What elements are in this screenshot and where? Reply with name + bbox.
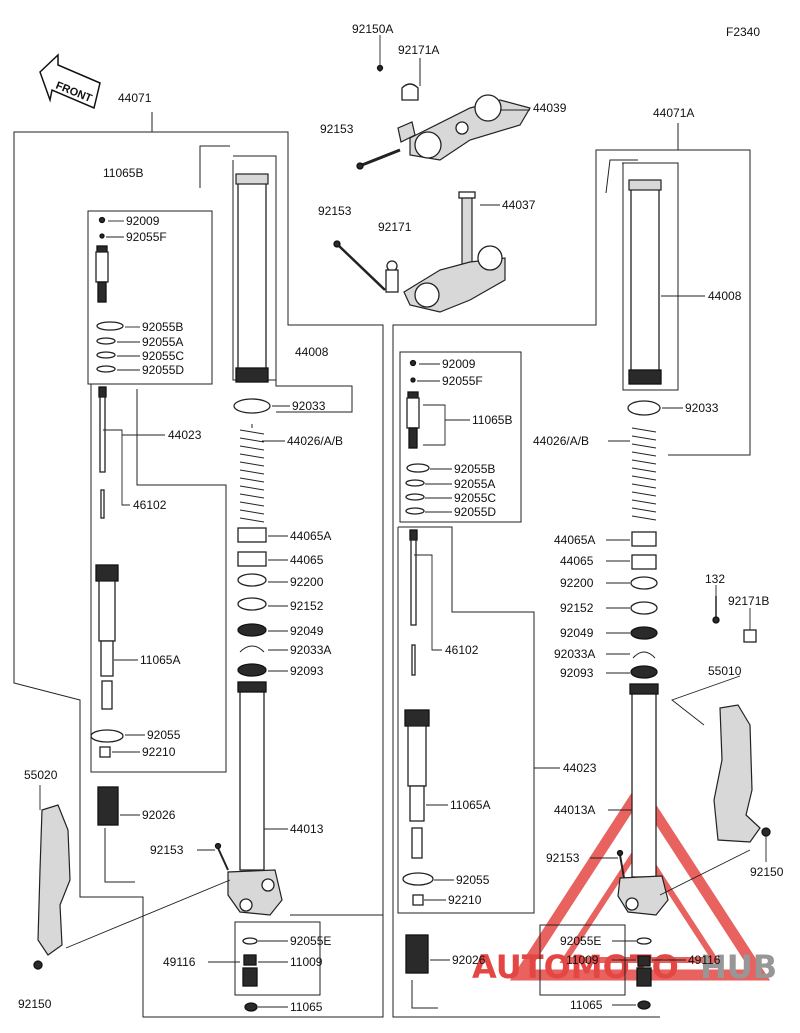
- label-44071A: 44071A: [653, 106, 694, 120]
- label-L92153: 92153: [150, 843, 184, 857]
- label-L92055F: 92055F: [126, 230, 167, 244]
- label-L44008: 44008: [295, 345, 329, 359]
- label-R92171B: 92171B: [728, 594, 769, 608]
- label-L49116: 49116: [163, 955, 196, 969]
- label-L11065A: 11065A: [140, 653, 180, 667]
- bolt-92153-top: [356, 148, 401, 170]
- label-R44023: 44023: [563, 761, 597, 775]
- label-L92049: 92049: [290, 624, 324, 638]
- label-92171: 92171: [378, 220, 412, 234]
- label-R92055F: 92055F: [442, 374, 483, 388]
- label-L92055: 92055: [147, 728, 181, 742]
- label-R11065B: 11065B: [472, 413, 512, 427]
- label-L92152: 92152: [290, 599, 324, 613]
- label-L44065: 44065: [290, 553, 324, 567]
- label-R132: 132: [705, 572, 725, 586]
- label-R92152: 92152: [560, 601, 594, 615]
- steering-stem-44037: [403, 191, 506, 313]
- left-fork-outline: [13, 112, 384, 1018]
- label-R92033A: 92033A: [554, 647, 595, 661]
- label-L92055E: 92055E: [290, 934, 331, 948]
- figure-code: F2340: [726, 25, 760, 39]
- label-L11009: 11009: [290, 955, 323, 969]
- label-R44008: 44008: [708, 289, 742, 303]
- label-L11065B: 11065B: [103, 166, 143, 180]
- label-92150A: 92150A: [352, 22, 393, 36]
- front-arrow-icon: FRONT: [39, 53, 101, 110]
- label-L44023: 44023: [168, 428, 202, 442]
- upper-triple-clamp-44039: [397, 94, 531, 161]
- label-R92026: 92026: [452, 953, 486, 967]
- label-L92150: 92150: [18, 997, 52, 1011]
- label-L92033A: 92033A: [290, 643, 331, 657]
- label-L92093: 92093: [290, 664, 324, 678]
- right-fork-parts: [402, 179, 771, 1010]
- label-R11009: 11009: [566, 953, 599, 967]
- label-L11065: 11065: [290, 1000, 323, 1014]
- label-R49116: 49116: [688, 953, 721, 967]
- label-L46102: 46102: [133, 498, 167, 512]
- label-44071: 44071: [118, 91, 152, 105]
- label-R44026: 44026/A/B: [533, 434, 589, 448]
- labels: 44071 44071A 92150A 92171A 44039 92153 4…: [18, 22, 784, 1014]
- holder-92171A: [401, 58, 421, 101]
- label-R55010: 55010: [708, 664, 742, 678]
- label-R46102: 46102: [445, 643, 479, 657]
- clamp-bolt-92150A: [376, 64, 384, 72]
- label-R92055B: 92055B: [454, 462, 495, 476]
- left-fork-parts: [33, 173, 283, 1012]
- label-L92055D: 92055D: [142, 363, 184, 377]
- label-44037: 44037: [502, 198, 536, 212]
- label-R92055A: 92055A: [454, 477, 495, 491]
- label-L92200: 92200: [290, 575, 324, 589]
- label-L92033: 92033: [292, 399, 326, 413]
- label-R44013A: 44013A: [554, 803, 595, 817]
- label-92153-top: 92153: [320, 122, 354, 136]
- label-L92055A: 92055A: [142, 335, 183, 349]
- label-R11065A: 11065A: [450, 798, 490, 812]
- label-R92093: 92093: [560, 666, 594, 680]
- bolt-92153-mid: [333, 240, 386, 291]
- label-R92033: 92033: [685, 401, 719, 415]
- label-L92026: 92026: [142, 808, 176, 822]
- label-R92055C: 92055C: [454, 491, 496, 505]
- watermark-text-hub: HUB: [700, 948, 777, 986]
- label-L44026: 44026/A/B: [287, 434, 343, 448]
- label-44039: 44039: [533, 101, 567, 115]
- label-R92055E: 92055E: [560, 934, 601, 948]
- leader-lines: [39, 35, 767, 1008]
- label-R92049: 92049: [560, 626, 594, 640]
- label-L92210: 92210: [142, 745, 176, 759]
- label-L44065A: 44065A: [290, 529, 331, 543]
- label-L92055B: 92055B: [142, 320, 183, 334]
- label-R92153: 92153: [546, 851, 580, 865]
- label-R11065: 11065: [570, 998, 603, 1012]
- label-R44065A: 44065A: [554, 533, 595, 547]
- label-L44013: 44013: [290, 822, 324, 836]
- label-R92055: 92055: [456, 873, 490, 887]
- label-R92210: 92210: [448, 893, 482, 907]
- label-R92009: 92009: [442, 357, 476, 371]
- label-92153-mid: 92153: [318, 204, 352, 218]
- label-R92150: 92150: [750, 865, 784, 879]
- label-L55020: 55020: [24, 768, 58, 782]
- label-L92009: 92009: [126, 214, 160, 228]
- label-R92200: 92200: [560, 576, 594, 590]
- label-R92055D: 92055D: [454, 505, 496, 519]
- right-fork-outline: [392, 123, 751, 1018]
- label-R44065: 44065: [560, 554, 594, 568]
- label-92171A: 92171A: [398, 43, 439, 57]
- label-L92055C: 92055C: [142, 349, 184, 363]
- clamp-92171: [385, 260, 399, 293]
